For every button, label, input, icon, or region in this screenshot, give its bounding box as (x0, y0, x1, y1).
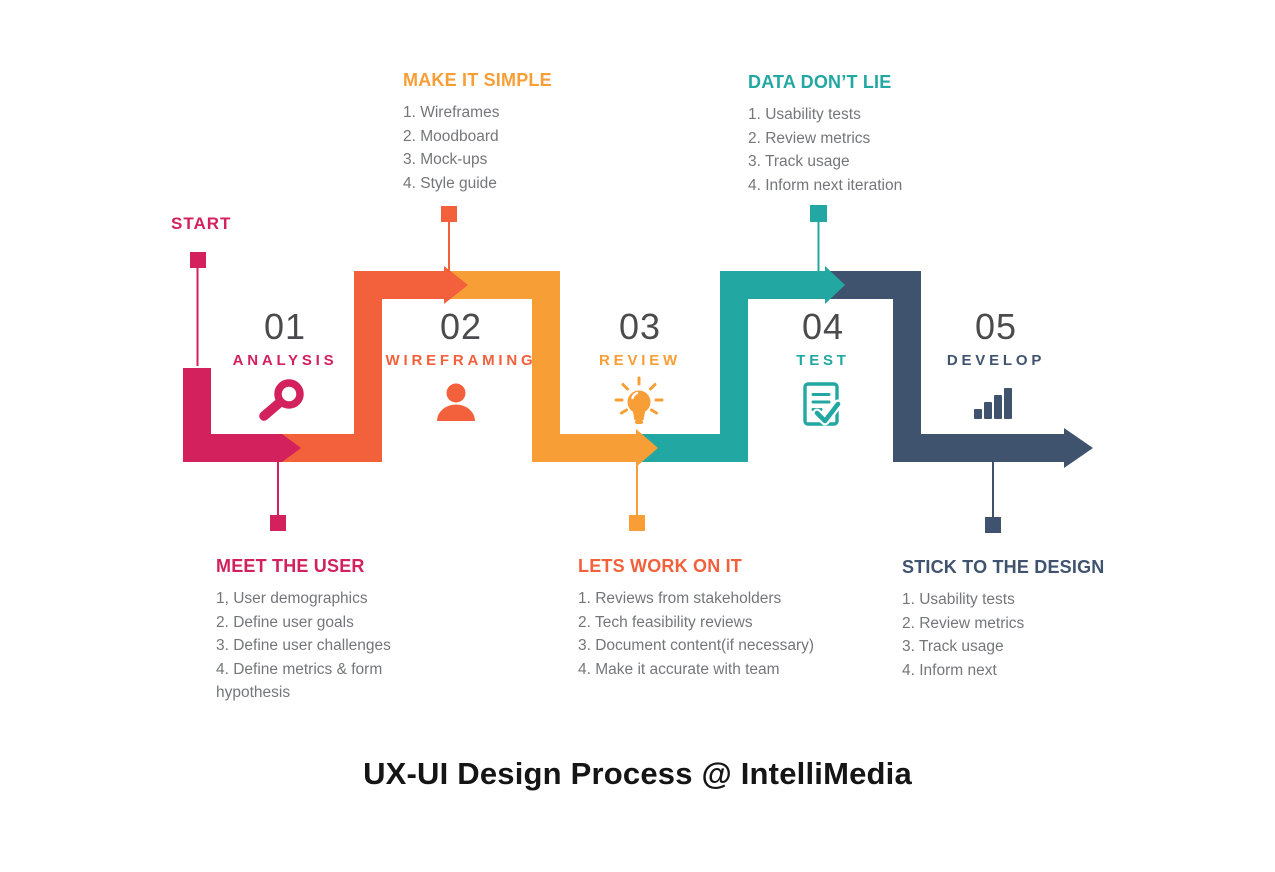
callout-item: 1. Reviews from stakeholders (578, 590, 782, 607)
callout-item: 2. Moodboard (403, 127, 499, 145)
callout-item: 3. Mock-ups (403, 151, 488, 169)
callout-item: 3. Define user challenges (216, 637, 391, 655)
callout-item: 1. Wireframes (403, 104, 500, 121)
callout-item: 2. Review metrics (748, 129, 871, 147)
callout-heading: DATA DON’T LIE (748, 72, 892, 92)
callout-test: DATA DON’T LIE 1. Usability tests 2. Rev… (748, 72, 978, 197)
ribbon-segment-test (618, 266, 845, 462)
callout-item: 3. Document content(if necessary) (578, 637, 815, 655)
callout-heading: MEET THE USER (216, 556, 365, 576)
callout-item: 1. Usability tests (902, 591, 1015, 608)
callout-item: 3. Track usage (902, 638, 1004, 656)
callout-item: 4. Style guide (403, 174, 497, 192)
callout-review: LETS WORK ON IT 1. Reviews from stakehol… (578, 556, 840, 681)
callout-analysis: MEET THE USER 1, User demographics 2. De… (216, 556, 401, 705)
callout-heading: LETS WORK ON IT (578, 556, 742, 576)
step-name-wireframing: WIREFRAMING (385, 352, 537, 369)
step-number-test: 04 (801, 306, 845, 347)
marker-square-develop (985, 517, 1001, 533)
callout-item: 2. Tech feasibility reviews (578, 613, 753, 631)
report-check-icon (803, 382, 843, 426)
callout-item: 2. Define user goals (216, 613, 354, 631)
step-name-analysis: ANALYSIS (232, 352, 338, 369)
ribbon-segment-develop (810, 271, 1093, 468)
callout-item: 2. Review metrics (902, 614, 1025, 632)
marker-square-review (629, 515, 645, 531)
start-label: START (171, 214, 232, 233)
callout-item: 4. Inform next iteration (748, 176, 903, 194)
callout-item: 1, User demographics (216, 590, 368, 607)
bar-chart-icon (974, 388, 1012, 419)
callout-item: 1. Usability tests (748, 106, 861, 123)
callout-heading: MAKE IT SIMPLE (403, 70, 552, 90)
callout-item: 4. Inform next (902, 661, 997, 679)
marker-square-analysis (270, 515, 286, 531)
start-marker-square (190, 252, 206, 268)
ribbon-segment-review (430, 271, 658, 467)
callout-develop: STICK TO THE DESIGN 1. Usability tests 2… (902, 557, 1122, 682)
ribbon-segment-wireframing (247, 266, 468, 462)
callout-wireframing: MAKE IT SIMPLE 1. Wireframes 2. Moodboar… (403, 70, 633, 195)
callout-item: 4. Define metrics & form hypothesis (216, 660, 383, 702)
ribbon-segment-analysis (183, 368, 301, 462)
step-number-wireframing: 02 (439, 306, 483, 347)
callout-heading: STICK TO THE DESIGN (902, 557, 1105, 577)
page-title: UX-UI Design Process @ IntelliMedia (363, 756, 912, 791)
marker-square-wireframing (441, 206, 457, 222)
callout-item: 3. Track usage (748, 153, 850, 171)
marker-square-test (810, 205, 827, 222)
magnifier-icon (259, 379, 304, 421)
step-name-review: REVIEW (599, 352, 681, 369)
step-name-test: TEST (796, 352, 850, 369)
step-name-develop: DEVELOP (946, 352, 1046, 369)
step-number-analysis: 01 (263, 306, 307, 347)
person-icon (437, 383, 475, 421)
callout-item: 4. Make it accurate with team (578, 660, 780, 678)
lightbulb-icon (614, 376, 664, 424)
step-number-develop: 05 (974, 306, 1018, 347)
step-number-review: 03 (618, 306, 662, 347)
